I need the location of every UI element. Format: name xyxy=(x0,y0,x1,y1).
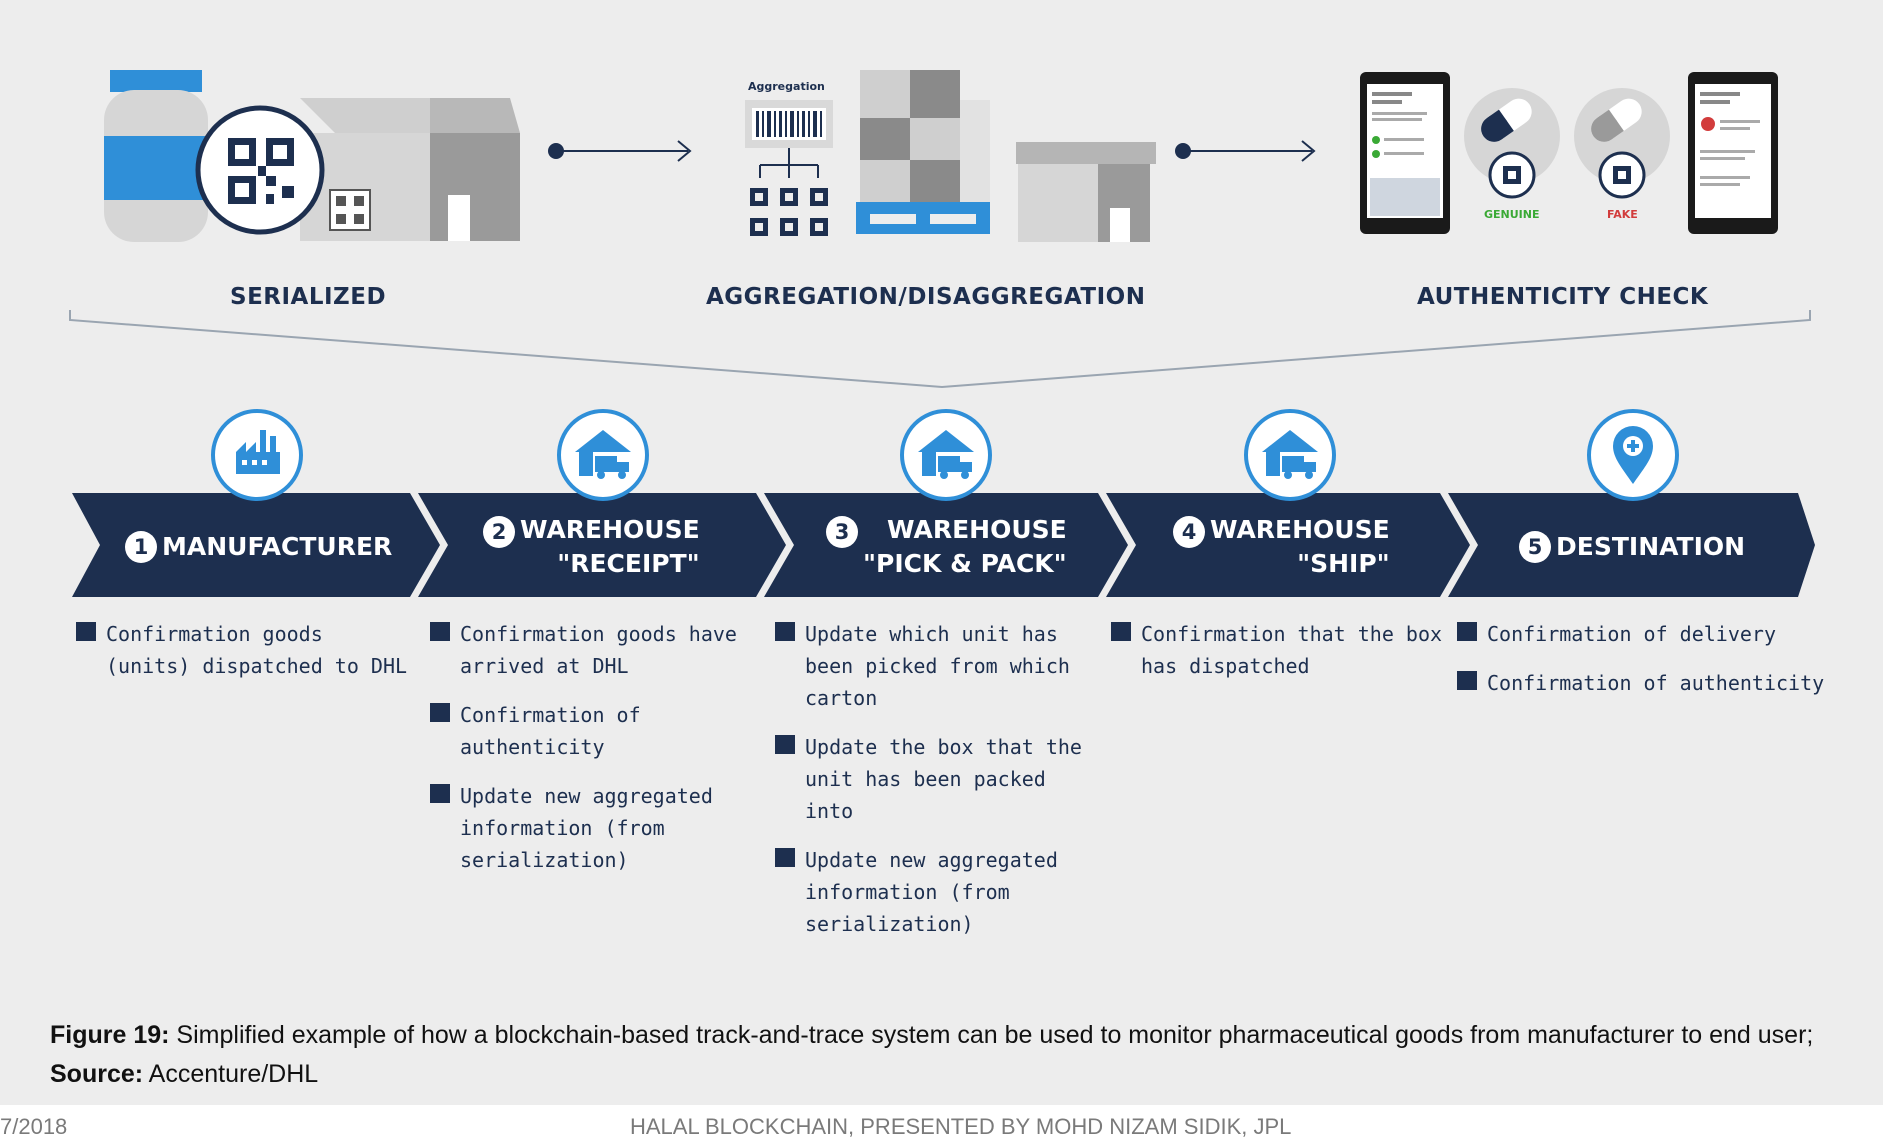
list-item-text: Confirmation goods (units) dispatched to… xyxy=(106,622,408,678)
list-item: Update the box that the unit has been pa… xyxy=(775,731,1103,827)
bullet-square xyxy=(775,735,795,754)
qr-code-icon xyxy=(195,105,325,235)
box-icon xyxy=(1016,142,1156,242)
list-item: Confirmation goods (units) dispatched to… xyxy=(76,618,411,682)
chevron-step-3 xyxy=(764,493,1128,597)
step-4-label: 4 WAREHOUSE "SHIP" xyxy=(1173,512,1390,582)
list-item: Confirmation that the box has dispatched xyxy=(1111,618,1451,682)
list-item: Confirmation of authenticity xyxy=(430,699,760,763)
list-item: Update which unit has been picked from w… xyxy=(775,618,1103,714)
step-number: 3 xyxy=(826,516,858,548)
list-item-text: Confirmation goods have arrived at DHL xyxy=(460,622,737,678)
caption-text: Simplified example of how a blockchain-b… xyxy=(169,1021,1814,1049)
bullet-square xyxy=(1457,671,1477,690)
bullet-square xyxy=(430,703,450,722)
figure-label: Figure 19: xyxy=(50,1021,170,1049)
fake-label: FAKE xyxy=(1607,208,1638,221)
list-item-text: Update new aggregated information (from … xyxy=(805,848,1058,936)
step-title: DESTINATION xyxy=(1556,532,1746,561)
list-item: Confirmation of authenticity xyxy=(1457,667,1827,699)
stage-label-aggregation: AGGREGATION/DISAGGREGATION xyxy=(706,284,1146,310)
stage-label-authenticity: AUTHENTICITY CHECK xyxy=(1417,284,1709,310)
list-item: Confirmation of delivery xyxy=(1457,618,1827,650)
arrow-icon xyxy=(1175,140,1316,162)
box-icon xyxy=(300,98,520,241)
step-5-items: Confirmation of delivery Confirmation of… xyxy=(1457,618,1827,716)
footer-title: HALAL BLOCKCHAIN, PRESENTED BY MOHD NIZA… xyxy=(630,1114,1292,1139)
process-band xyxy=(72,493,1815,597)
step-number: 5 xyxy=(1519,531,1551,563)
list-item: Update new aggregated information (from … xyxy=(430,780,760,876)
step-subtitle: "RECEIPT" xyxy=(557,549,700,578)
list-item-text: Update which unit has been picked from w… xyxy=(805,622,1070,710)
warehouse-truck-icon xyxy=(1244,409,1336,501)
step-title: MANUFACTURER xyxy=(162,532,393,561)
pill-icon xyxy=(1464,88,1560,199)
bullet-square xyxy=(775,848,795,867)
source-label: Source: xyxy=(50,1060,144,1088)
list-item-text: Update the box that the unit has been pa… xyxy=(805,735,1082,823)
list-item-text: Confirmation that the box has dispatched xyxy=(1141,622,1443,678)
arrow-icon xyxy=(548,140,692,162)
footer-date: 7/2018 xyxy=(0,1114,68,1139)
step-1-label: 1 MANUFACTURER xyxy=(125,512,392,582)
step-title: WAREHOUSE xyxy=(520,515,700,544)
vial-icon xyxy=(104,70,208,242)
step-4-items: Confirmation that the box has dispatched xyxy=(1111,618,1451,699)
step-title-block: WAREHOUSE "RECEIPT" xyxy=(520,513,700,581)
chevron-step-2 xyxy=(418,493,786,597)
list-item-text: Confirmation of authenticity xyxy=(460,703,641,759)
bullet-square xyxy=(430,784,450,803)
step-title-block: WAREHOUSE "PICK & PACK" xyxy=(863,513,1067,581)
step-title: WAREHOUSE xyxy=(1210,515,1390,544)
figure-caption: Figure 19: Simplified example of how a b… xyxy=(50,1016,1840,1094)
step-number: 1 xyxy=(125,531,157,563)
bullet-square xyxy=(430,622,450,641)
bracket xyxy=(69,310,1811,389)
step-5-label: 5 DESTINATION xyxy=(1519,512,1745,582)
warehouse-truck-icon xyxy=(900,409,992,501)
bullet-square xyxy=(1457,622,1477,641)
bullet-square xyxy=(76,622,96,641)
list-item-text: Update new aggregated information (from … xyxy=(460,784,713,872)
step-subtitle: "PICK & PACK" xyxy=(863,549,1067,578)
step-2-label: 2 WAREHOUSE "RECEIPT" xyxy=(483,512,700,582)
step-2-items: Confirmation goods have arrived at DHL C… xyxy=(430,618,760,893)
step-3-label: 3 WAREHOUSE "PICK & PACK" xyxy=(826,512,1067,582)
phone-icon xyxy=(1688,72,1778,234)
step-title-block: WAREHOUSE "SHIP" xyxy=(1210,513,1390,581)
list-item-text: Confirmation of authenticity xyxy=(1487,671,1825,695)
step-number: 2 xyxy=(483,516,515,548)
step-3-items: Update which unit has been picked from w… xyxy=(775,618,1103,957)
step-subtitle: "SHIP" xyxy=(1297,549,1390,578)
warehouse-truck-icon xyxy=(557,409,649,501)
step-title: WAREHOUSE xyxy=(887,515,1067,544)
list-item: Confirmation goods have arrived at DHL xyxy=(430,618,760,682)
pallet-icon xyxy=(856,70,990,234)
stage-label-serialized: SERIALIZED xyxy=(230,284,387,310)
aggregation-icon-label: Aggregation xyxy=(748,80,825,93)
step-number: 4 xyxy=(1173,516,1205,548)
location-pin-icon xyxy=(1587,409,1679,501)
genuine-label: GENUINE xyxy=(1484,208,1540,221)
source-text: Accenture/DHL xyxy=(143,1060,319,1088)
phone-icon xyxy=(1360,72,1450,234)
chevron-step-1 xyxy=(72,493,440,597)
step-1-items: Confirmation goods (units) dispatched to… xyxy=(76,618,411,699)
pill-icon xyxy=(1574,88,1670,199)
list-item-text: Confirmation of delivery xyxy=(1487,622,1776,646)
factory-icon xyxy=(211,409,303,501)
chevron-step-5 xyxy=(1448,493,1815,597)
bullet-square xyxy=(775,622,795,641)
barcode-icon xyxy=(745,100,833,236)
list-item: Update new aggregated information (from … xyxy=(775,844,1103,940)
bullet-square xyxy=(1111,622,1131,641)
